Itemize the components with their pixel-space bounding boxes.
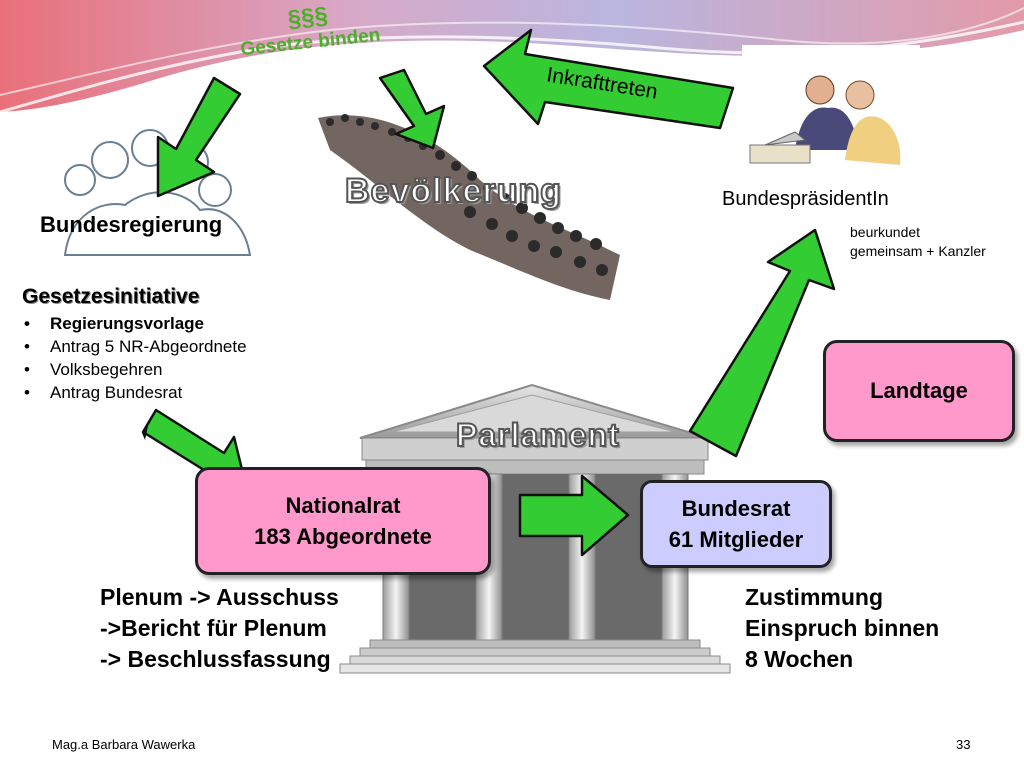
nationalrat-members: 183 Abgeordnete bbox=[254, 524, 432, 549]
bundesrat-title: Bundesrat bbox=[681, 496, 791, 521]
bundesregierung-label: Bundesregierung bbox=[40, 212, 223, 237]
plenum-line1: Plenum -> Ausschuss bbox=[100, 584, 339, 610]
zustimmung-text: Zustimmung Einspruch binnen 8 Wochen bbox=[745, 582, 939, 675]
nationalrat-box: Nationalrat 183 Abgeordnete bbox=[195, 467, 491, 575]
page-number: 33 bbox=[956, 737, 971, 752]
zustimmung-line3: 8 Wochen bbox=[745, 646, 854, 672]
list-item: Antrag 5 NR-Abgeordnete bbox=[22, 335, 247, 358]
gesetzesinitiative-title: Gesetzesinitiative bbox=[22, 285, 200, 308]
nationalrat-title: Nationalrat bbox=[285, 493, 401, 518]
landtage-box: Landtage bbox=[823, 340, 1015, 442]
bundespraesidentin-label: BundespräsidentIn bbox=[722, 188, 889, 210]
list-item: Volksbegehren bbox=[22, 358, 247, 381]
list-item: Antrag Bundesrat bbox=[22, 381, 247, 404]
plenum-process-text: Plenum -> Ausschuss ->Bericht für Plenum… bbox=[100, 582, 339, 675]
landtage-label: Landtage bbox=[870, 378, 968, 403]
gesetzesinitiative-block: Gesetzesinitiative Regierungsvorlage Ant… bbox=[22, 285, 247, 404]
beurkundet-note: beurkundet gemeinsam + Kanzler bbox=[850, 223, 986, 261]
parlament-title: Parlament bbox=[455, 416, 620, 454]
plenum-line2: ->Bericht für Plenum bbox=[100, 615, 327, 641]
bundesrat-members: 61 Mitglieder bbox=[668, 527, 804, 552]
zustimmung-line1: Zustimmung bbox=[745, 584, 883, 610]
beurkundet-line2: gemeinsam + Kanzler bbox=[850, 243, 986, 259]
president-illustration bbox=[742, 45, 920, 185]
footer-author: Mag.a Barbara Wawerka bbox=[52, 737, 196, 752]
plenum-line3: -> Beschlussfassung bbox=[100, 646, 331, 672]
beurkundet-line1: beurkundet bbox=[850, 224, 921, 240]
bevoelkerung-title: Bevölkerung bbox=[344, 171, 562, 211]
zustimmung-line2: Einspruch binnen bbox=[745, 615, 940, 641]
bundesrat-box: Bundesrat 61 Mitglieder bbox=[640, 480, 832, 568]
list-item: Regierungsvorlage bbox=[22, 312, 247, 335]
gesetzesinitiative-list: Regierungsvorlage Antrag 5 NR-Abgeordnet… bbox=[22, 312, 247, 404]
flow-arrows bbox=[141, 28, 836, 557]
